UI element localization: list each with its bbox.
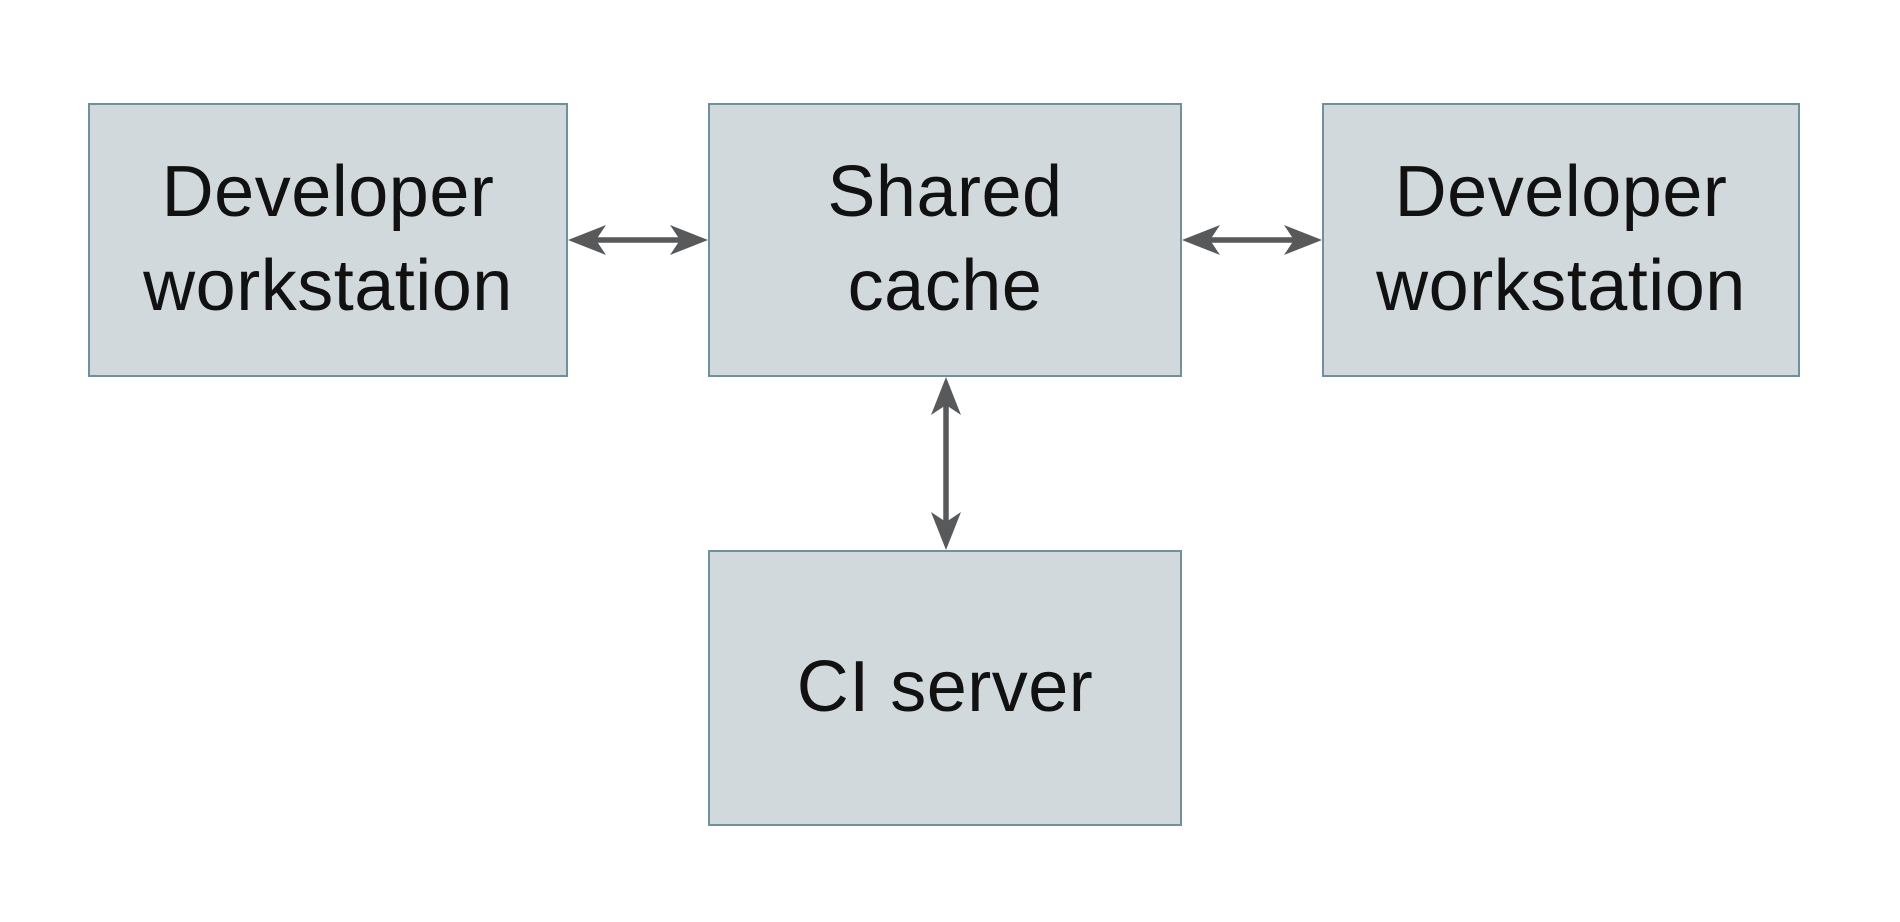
node-shared-cache: Shared cache	[708, 103, 1182, 377]
node-developer-workstation-right: Developer workstation	[1322, 103, 1800, 377]
node-shared-cache-label: Shared cache	[827, 152, 1063, 326]
node-developer-workstation-left: Developer workstation	[88, 103, 568, 377]
bidirectional-arrow-devleft-cache-icon	[568, 225, 708, 255]
node-developer-workstation-left-label: Developer workstation	[143, 152, 513, 326]
node-ci-server: CI server	[708, 550, 1182, 826]
node-developer-workstation-right-label: Developer workstation	[1376, 152, 1746, 326]
bidirectional-arrow-cache-ciserver-icon	[931, 377, 961, 550]
bidirectional-arrow-cache-devright-icon	[1182, 225, 1322, 255]
node-ci-server-label: CI server	[796, 647, 1094, 728]
